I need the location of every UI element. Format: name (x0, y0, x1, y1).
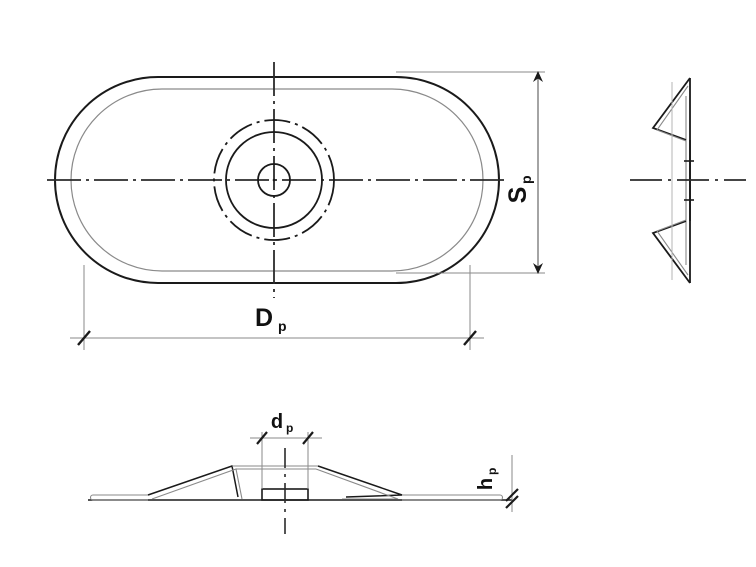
center-point-marker (272, 178, 276, 182)
dp-small-tick-right (302, 431, 314, 445)
dp-small-label-group: d p (271, 411, 293, 435)
dp-dimension-label-group: D p (255, 304, 287, 334)
end-view-upper-fold-outer (651, 77, 691, 141)
hp-label-group: h p (475, 468, 499, 490)
end-view-upper-fold-inner (656, 85, 689, 142)
plate-inner-outline (70, 88, 484, 272)
end-view (630, 77, 746, 284)
sp-dimension-subscript: p (518, 175, 534, 184)
dp-small-symbol: d (271, 411, 283, 433)
section-right-flank-inner (315, 468, 399, 500)
hp-symbol: h (475, 478, 497, 490)
dp-dimension-subscript: p (278, 318, 287, 334)
section-left-flange-tip (89, 494, 148, 501)
section-view: d p h p (88, 411, 519, 534)
hp-tick-lower (505, 495, 519, 509)
end-view-lower-fold-inner (656, 219, 689, 276)
plate-outer-outline (54, 76, 500, 284)
dp-tick-left (77, 330, 91, 346)
plan-view: S p D p (47, 62, 545, 350)
sp-dimension-label-group: S p (504, 175, 534, 203)
end-view-lower-fold-outer (651, 220, 691, 284)
dp-tick-right (463, 330, 477, 346)
bore-circle (257, 163, 291, 197)
section-right-flange-tip (402, 494, 504, 501)
hp-tick-upper (505, 488, 519, 502)
bolt-circle-dashed (213, 119, 335, 241)
dp-small-tick-left (256, 431, 268, 445)
sp-dimension-symbol: S (504, 187, 532, 204)
dp-small-subscript: p (286, 421, 293, 435)
dp-dimension-symbol: D (255, 304, 273, 332)
hp-subscript: p (485, 468, 499, 475)
cone-base-circle (225, 131, 323, 229)
